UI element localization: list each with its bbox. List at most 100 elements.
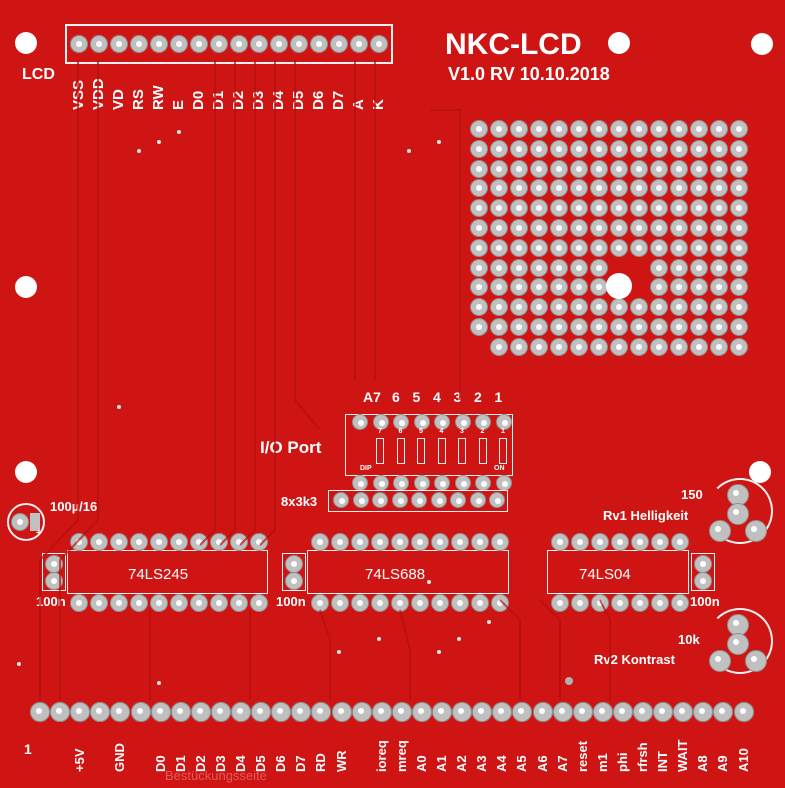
proto-pad [650, 318, 668, 336]
via [117, 405, 121, 409]
cap2-outline [282, 553, 306, 591]
proto-pad [730, 258, 748, 277]
proto-pad [670, 120, 688, 138]
proto-pad [490, 159, 508, 178]
proto-pad [570, 238, 588, 257]
lcd-pin-pad [270, 35, 288, 53]
proto-pad [470, 238, 488, 257]
rv2-outline [707, 608, 773, 674]
lcd-pin-label: D3 [250, 90, 267, 110]
ic-74ls04-label: 74LS04 [579, 566, 631, 583]
proto-pad [570, 278, 588, 297]
via [17, 662, 21, 666]
proto-pad [690, 278, 708, 297]
lcd-pin-label: RS [130, 89, 147, 110]
bus-pin-pad [271, 702, 292, 722]
dip-switch-slot[interactable] [437, 438, 446, 464]
rv1-pad-4[interactable] [745, 520, 767, 542]
proto-pad [530, 120, 548, 138]
mount-hole-tm [608, 32, 630, 54]
bus-pin-label: A7 [554, 755, 570, 772]
ic-pin-pad [331, 594, 349, 612]
bus-pin-label: phi [614, 752, 630, 773]
proto-pad [590, 139, 608, 158]
ic-pin-pad [551, 594, 569, 612]
dip-switch-slot[interactable] [417, 438, 425, 464]
ic-pin-pad [331, 533, 349, 551]
ic-pin-pad [90, 533, 108, 551]
dip-pad-bottom [454, 475, 471, 491]
resistor-array-label: 8x3k3 [281, 494, 318, 509]
elco-label: 100µ/16 [50, 499, 98, 514]
lcd-pin-label: VDD [90, 78, 107, 110]
dip-switch-number: 6 [398, 428, 403, 435]
lcd-pin-label: A [350, 99, 367, 110]
rv2-pad-4[interactable] [745, 650, 767, 672]
via [157, 140, 161, 144]
proto-pad [490, 219, 508, 237]
proto-pad [630, 199, 648, 218]
rv1-pad-3[interactable] [709, 520, 731, 542]
proto-pad [530, 258, 548, 277]
dip-address-label: 5 [412, 389, 421, 405]
bottom-faint-text: Bestückungsseite [165, 768, 267, 783]
via [565, 677, 573, 685]
rv2-pad-2[interactable] [727, 633, 749, 655]
ic-pin-pad [631, 533, 649, 551]
proto-pad [550, 298, 568, 317]
resistor-array-pad [372, 492, 388, 508]
bus-pin-pad [592, 702, 613, 722]
proto-pad [510, 120, 528, 138]
ic-pin-pad [591, 533, 609, 551]
proto-pad [570, 258, 588, 277]
ic-pin-pad [110, 594, 128, 612]
proto-pad [710, 199, 728, 218]
proto-pad [550, 159, 568, 178]
mount-hole-center [606, 273, 632, 299]
ic-pin-pad [451, 533, 469, 551]
dip-address-label: 1 [494, 389, 503, 405]
proto-pad [470, 199, 488, 218]
dip-switch-number: 4 [439, 428, 444, 435]
bus-pin-pad [693, 702, 714, 722]
dip-pad-top [475, 414, 491, 430]
proto-pad [470, 139, 488, 158]
ic-pin-pad [431, 594, 449, 612]
proto-pad [570, 219, 588, 237]
dip-pad-bottom [434, 475, 450, 491]
mount-hole-tr [751, 33, 773, 55]
dip-switch-outline [345, 414, 513, 476]
proto-pad [490, 298, 508, 317]
proto-pad [530, 199, 548, 218]
proto-pad [730, 120, 748, 138]
bus-pin-pad [713, 702, 734, 722]
ic-pin-pad [70, 533, 88, 551]
proto-pad [650, 298, 668, 317]
ic-pin-pad [551, 533, 569, 551]
dip-switch-slot[interactable] [376, 438, 384, 464]
proto-pad [650, 238, 668, 257]
proto-pad [550, 219, 568, 237]
proto-pad [590, 120, 608, 138]
proto-pad [510, 238, 528, 257]
rv2-pad-3[interactable] [709, 650, 731, 672]
dip-switch-slot[interactable] [478, 438, 487, 464]
dip-switch-slot[interactable] [499, 438, 507, 464]
dip-switch-slot[interactable] [396, 438, 405, 464]
proto-pad [530, 298, 548, 317]
ic-pin-pad [671, 533, 689, 551]
proto-pad [690, 120, 708, 138]
ic-pin-pad [210, 533, 228, 551]
elco-plus: + [36, 528, 42, 539]
ic-pin-pad [250, 533, 268, 551]
bus-pin-pad [50, 702, 71, 722]
dip-switch-slot[interactable] [458, 438, 466, 464]
proto-pad [510, 139, 528, 158]
proto-pad [530, 238, 548, 257]
rv1-pad-2[interactable] [727, 503, 749, 525]
via [487, 620, 491, 624]
dip-address-label: A7 [363, 389, 381, 405]
proto-pad [570, 179, 588, 198]
proto-pad [590, 318, 608, 336]
proto-pad [510, 278, 528, 297]
